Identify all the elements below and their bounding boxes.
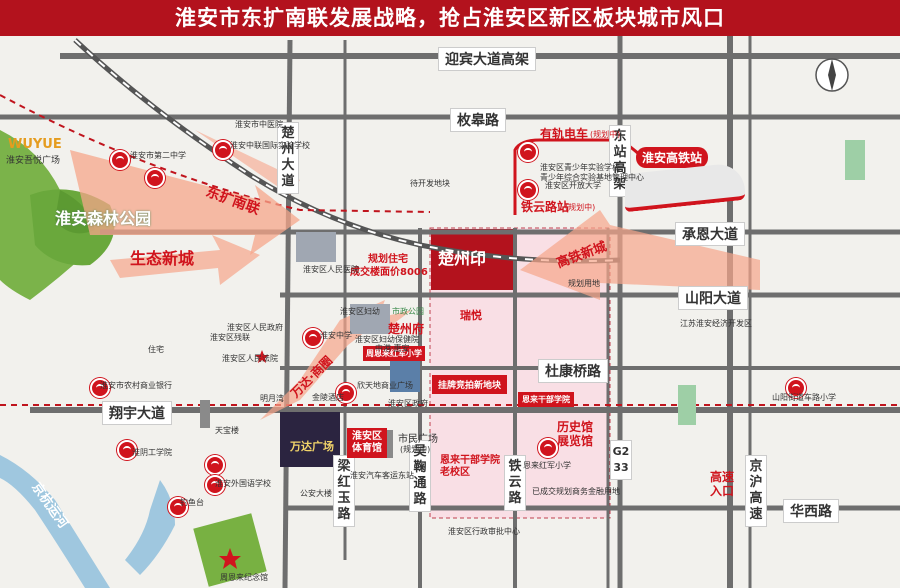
zhoushuyuan-label: 淮安市第二中学 (130, 151, 186, 160)
plan-residential-label: 规划住宅 (368, 254, 408, 265)
youth-base-label: 青少年综合实验基地管理中心 (540, 173, 644, 182)
banner-title: 淮安市东扩南联发展战略，抢占淮安区新区板块城市风口 (0, 0, 900, 36)
school-pin (110, 150, 130, 170)
road-label-meigao: 枚皋路 (450, 108, 506, 132)
maternity-label: 淮安区妇幼保健院 (355, 335, 419, 344)
project-logo: 楚州印 (438, 249, 487, 268)
road-label-xiangyu: 翔宇大道 (102, 401, 172, 425)
chenyin-label: 淮阴工学院 (132, 448, 172, 457)
project-block (431, 229, 513, 290)
history-museum-label: 历史馆 (557, 420, 594, 434)
school-pin (518, 142, 538, 162)
school-pin (205, 455, 225, 475)
disability-label: 淮安区残联 (210, 333, 250, 342)
jinling-hotel-label: 金陵酒店 (312, 393, 344, 402)
mingyue-label: 明月湾 (260, 394, 284, 403)
tieyun-station-label: 铁云路站 (521, 200, 570, 214)
road-label-yingbin: 迎宾大道高架 (438, 47, 536, 71)
school-pin (117, 440, 137, 460)
civic-center-label: 市民广场 (398, 434, 438, 445)
admin-center-label: 淮安区行政审批中心 (448, 527, 520, 536)
tianbao-label: 天宝楼 (215, 426, 239, 435)
road-label-tieyun: 铁云路 (504, 455, 526, 511)
school-pin (786, 378, 806, 398)
hongjun-school-label: 恩来红军小学 (523, 461, 571, 470)
auction-land-badge: 挂牌竞拍新地块 (432, 375, 508, 394)
gongan-label: 公安大楼 (300, 489, 332, 498)
school-pin (213, 140, 233, 160)
finance-land-label: 已成交规划商务金融用地 (532, 487, 620, 496)
bus-station-label: 淮安汽车客运东站 (350, 471, 414, 480)
forest-park-label: 淮安森林公园 (55, 209, 152, 228)
hsr-station-badge: 淮安高铁站 (636, 147, 709, 168)
school-pin (205, 475, 225, 495)
memorial-label: 周恩来纪念馆 (220, 573, 268, 582)
qiuzhi-logo: 市政公园 (392, 307, 424, 316)
road-label-huaxi: 华西路 (783, 499, 839, 523)
wanda-plaza-label: 万达广场 (290, 440, 334, 453)
fish-platform-label: 钓鱼台 (180, 498, 204, 507)
enlai-school-badge: 恩来干部学院 (518, 392, 574, 407)
canal-water (0, 455, 110, 588)
road-label-lianghongyu: 梁红玉路 (333, 455, 355, 527)
school-pin (518, 180, 538, 200)
road-label-dukangqiao: 杜康桥路 (538, 359, 608, 383)
school-pin (90, 378, 110, 398)
eco-city-label: 生态新城 (130, 249, 195, 268)
residential-label: 住宅 (148, 345, 164, 354)
wuyue-label: 淮安吾悦广场 (6, 156, 61, 166)
enlai-old-campus-label: 恩来干部学院老校区 (440, 455, 500, 478)
foreign-school-label: 淮安外国语学校 (215, 479, 271, 488)
tram-label: 有轨电车 (540, 127, 589, 141)
museum-pin (538, 438, 558, 458)
price-label: 成交楼面价8006 (350, 267, 428, 278)
undeveloped-label: 待开发地块 (410, 179, 450, 188)
open-university-label: 淮安区开放大学 (545, 181, 601, 190)
gov-label: 淮安区政府 (388, 399, 428, 408)
yingzhong-label: 淮安中联国际实验学校 (230, 141, 310, 150)
wuyue-logo: WUYUE (8, 137, 62, 152)
civic-note: (规划中) (400, 445, 431, 454)
school-pin (145, 168, 165, 188)
tcm-hospital-label: 淮安市中医院 (235, 120, 283, 129)
qingfeng-label: 淮安区青少年实验学校 (540, 163, 620, 172)
huaian-middle-label: 淮安中学 (320, 331, 352, 340)
tram-note: (规划中) (590, 130, 621, 139)
fishing-pin (168, 497, 188, 517)
road-label-g233: G233 (610, 440, 632, 480)
bank-label: 淮安市农村商业银行 (100, 381, 172, 390)
road-label-chengen: 承恩大道 (675, 222, 745, 246)
highway-entrance-label: 高速入口 (710, 470, 735, 498)
maternity-small-label: 淮安区妇幼 (340, 307, 380, 316)
plan-land-label: 规划用地 (568, 279, 600, 288)
road-label-wuju: 吴鞠通路 (409, 440, 431, 512)
zhouenlai-school-badge: 周恩来红军小学 (363, 346, 425, 361)
school-pin (303, 328, 323, 348)
exhibition-label: 展览馆 (557, 434, 594, 448)
zhongxin-school-label: 淮安区人民政府 (227, 323, 283, 332)
econ-park-label: 江苏淮安经济开发区 (680, 319, 752, 328)
wanda-arrow (260, 300, 412, 420)
zhonggang-label: 中港·惠安 (375, 344, 410, 353)
road-label-chuzhou: 楚州大道 (277, 122, 299, 194)
road-label-shanyang: 山阳大道 (678, 286, 748, 310)
xintiandi-label: 欣天地商业广场 (357, 381, 413, 390)
chuyinfu-label: 楚州府 (388, 322, 425, 336)
sports-hall-badge: 淮安区体育馆 (347, 428, 387, 458)
shanyang-school-label: 山阳街道车路小学 (772, 393, 836, 402)
road-label-jinghujing: 京沪高速 (745, 455, 767, 527)
hsr-arrow (520, 210, 760, 300)
ruiyue-label: 瑞悦 (460, 309, 482, 322)
court-label: 淮安区人民法院 (222, 354, 278, 363)
east-south-arrow (70, 150, 300, 255)
school-pin (336, 383, 356, 403)
hospital-label: 淮安区人民医院 (303, 265, 359, 274)
tieyun-station-note: (规划中) (565, 203, 596, 212)
